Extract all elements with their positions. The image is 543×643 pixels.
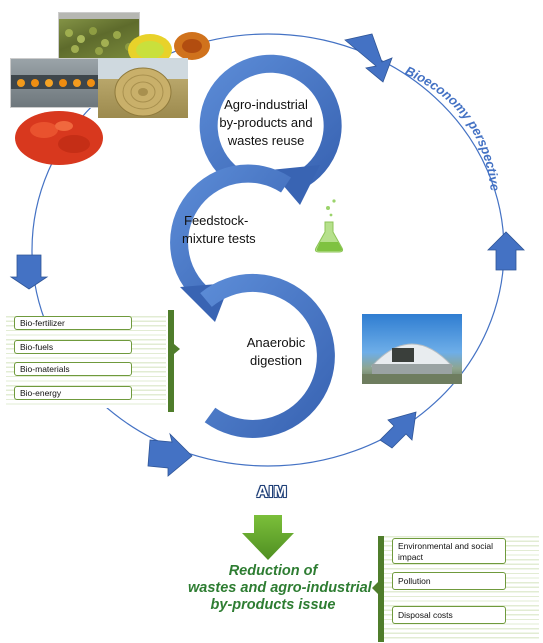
step-digestion-line-1: Anaerobic xyxy=(246,335,306,350)
aim-down-arrow xyxy=(242,515,294,560)
photo-tomato-pomace xyxy=(14,108,104,166)
cycle-arrowhead-right xyxy=(487,231,525,271)
step-digestion-label: Anaerobic digestion xyxy=(236,334,316,370)
tomato-pomace-shape xyxy=(15,111,103,165)
photo-hay-bale xyxy=(98,58,188,118)
product-item: Bio-energy xyxy=(14,386,132,400)
step-feedstock-line-1: Feedstock- xyxy=(184,213,249,228)
goal-text: Reduction of wastes and agro-industrial … xyxy=(188,563,372,614)
hay-bale-shape xyxy=(114,67,172,117)
cycle-arrowhead-left xyxy=(9,254,49,290)
goal-line-1: Reduction of xyxy=(228,563,318,579)
bioeconomy-perspective-label: Bioeconomy perspective xyxy=(403,63,503,192)
photo-citrus-line xyxy=(10,58,102,108)
bioeconomy-perspective-text: Bioeconomy perspective xyxy=(403,63,503,192)
issues-bracket-notch xyxy=(372,582,378,594)
cycle-arrowhead-bottom-left xyxy=(147,432,193,477)
biogas-dome xyxy=(362,343,462,384)
svg-text:Bioeconomy perspective: Bioeconomy perspective xyxy=(403,63,503,192)
loop-arrow-3 xyxy=(200,273,335,438)
issue-item: Pollution xyxy=(392,572,506,590)
step-digestion-line-2: digestion xyxy=(249,353,303,368)
flask-icon xyxy=(314,199,344,253)
citrus-pattern xyxy=(11,75,101,89)
product-item: Bio-fuels xyxy=(14,340,132,354)
product-item: Bio-fertilizer xyxy=(14,316,132,330)
photo-biogas-plant xyxy=(362,314,462,384)
aim-label: AIM xyxy=(256,484,288,501)
step-feedstock-line-2: mixture tests xyxy=(182,231,256,246)
cycle-arrowhead-top xyxy=(344,33,393,83)
step-reuse-label: Agro-industrial by-products and wastes r… xyxy=(206,96,326,150)
step-reuse-line-2: by-products and xyxy=(219,115,313,130)
issue-item: Disposal costs xyxy=(392,606,506,624)
step-feedstock-label: Feedstock- mixture tests xyxy=(182,212,272,248)
issues-bracket-bar xyxy=(378,536,384,642)
photo-olives-conveyor xyxy=(58,12,140,59)
issue-item: Environmental and social impact xyxy=(392,538,506,564)
step-reuse-line-3: wastes reuse xyxy=(227,133,305,148)
goal-line-2: wastes and agro-industrial xyxy=(188,580,372,596)
cycle-arrowhead-bottom-right xyxy=(379,411,417,449)
products-bracket-notch xyxy=(174,344,180,354)
goal-line-3: by-products issue xyxy=(210,597,336,613)
products-bracket-bar xyxy=(168,310,174,412)
step-reuse-line-1: Agro-industrial xyxy=(224,97,308,112)
product-item: Bio-materials xyxy=(14,362,132,376)
